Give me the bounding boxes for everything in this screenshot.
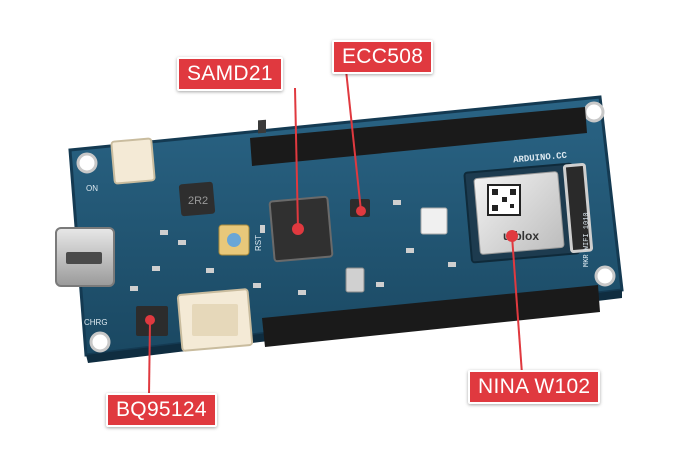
mounting-holes xyxy=(76,101,616,353)
on-label: ON xyxy=(86,184,98,193)
reset-button-cap xyxy=(227,233,241,247)
chrg-label: CHRG xyxy=(84,318,108,327)
usb-port-opening xyxy=(66,252,102,264)
passive-components xyxy=(130,200,456,295)
leader-lines xyxy=(148,69,523,396)
ecc508-callout: ECC508 xyxy=(332,40,434,74)
battery-connector-top xyxy=(110,137,156,185)
white-component xyxy=(420,207,448,235)
qr-code-pattern xyxy=(492,189,516,211)
top-pin-header xyxy=(250,107,587,166)
rst-label: RST xyxy=(254,235,263,251)
inductor-marking: 2R2 xyxy=(188,195,208,207)
inductor xyxy=(178,181,216,217)
silkscreen-brand: ARDUINO.CC xyxy=(513,151,568,166)
antenna xyxy=(562,162,594,254)
top-header-pins xyxy=(258,119,266,134)
bottom-pin-header xyxy=(262,285,600,347)
jst-inner xyxy=(192,304,238,336)
nina-w102-callout: NINA W102 xyxy=(468,370,601,404)
bq95124-callout: BQ95124 xyxy=(106,393,217,427)
samd21-callout: SAMD21 xyxy=(177,57,283,91)
silkscreen-model: MKR WIFI 1010 xyxy=(583,212,591,267)
crystal xyxy=(345,267,365,293)
leader-dots xyxy=(145,206,518,325)
